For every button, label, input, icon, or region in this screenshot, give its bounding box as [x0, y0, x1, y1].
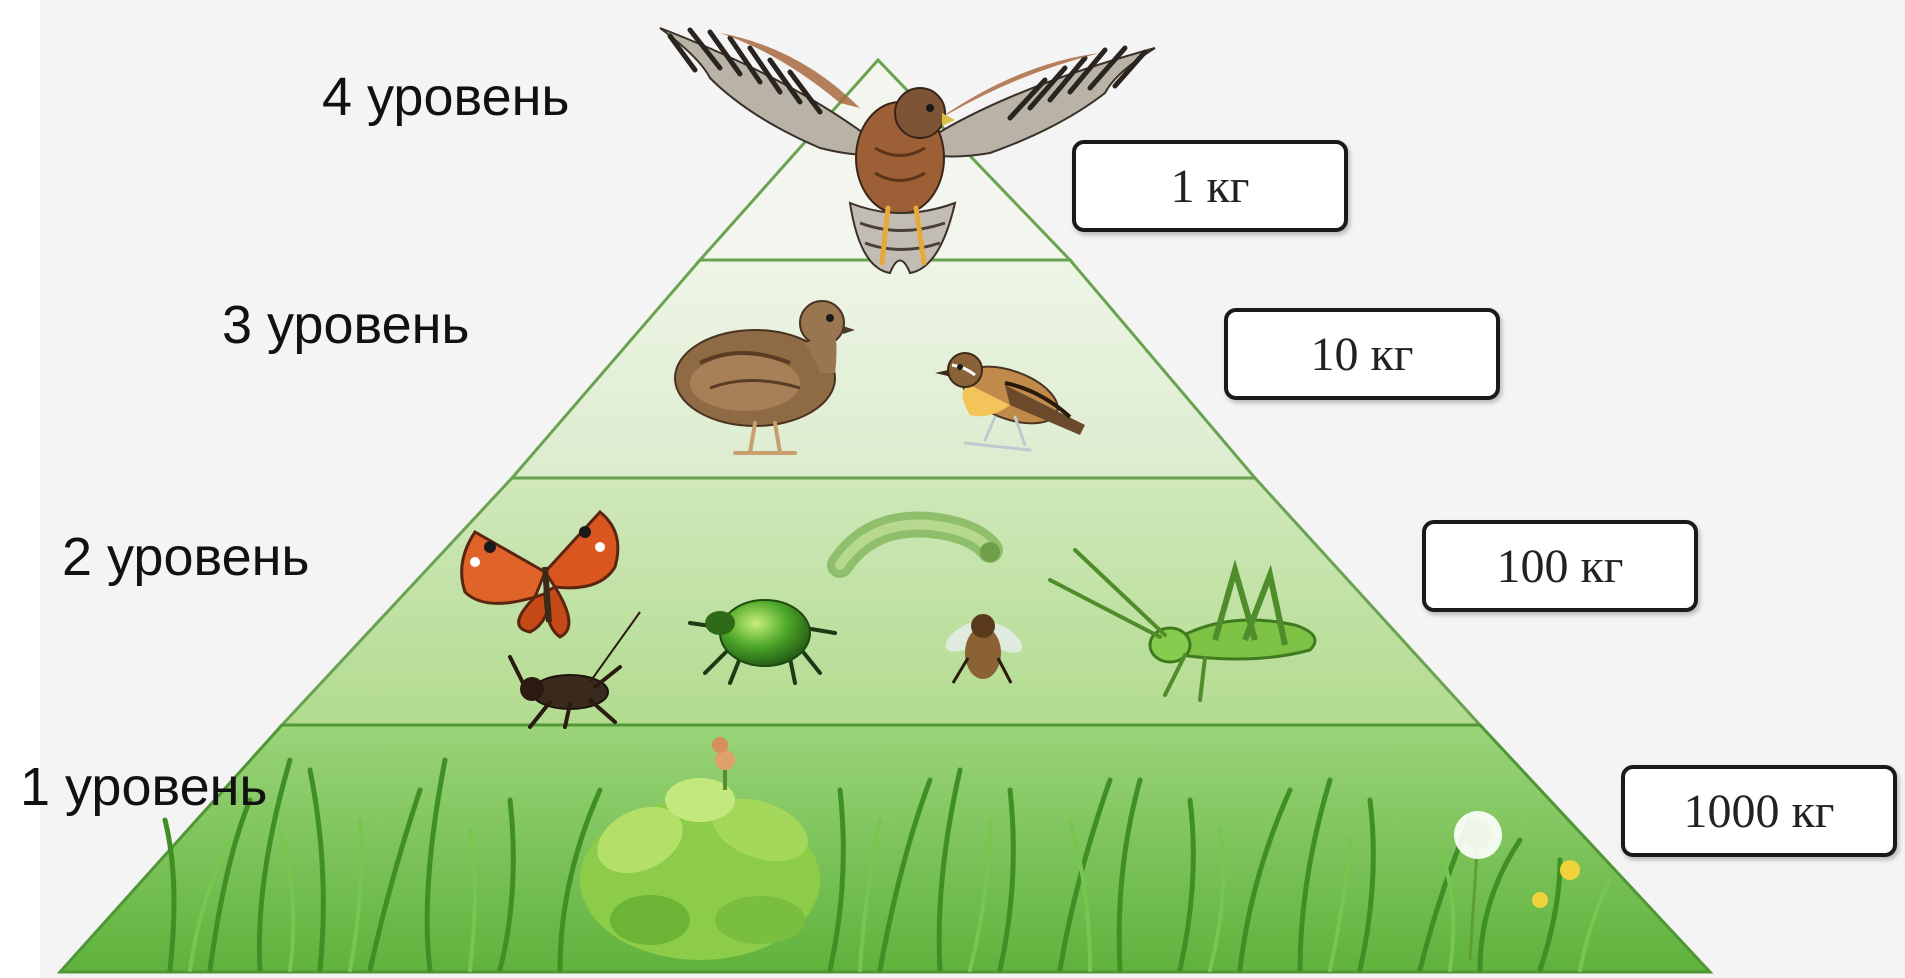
level-2-mass-box: 100 кг	[1422, 520, 1698, 612]
level-1-mass-box: 1000 кг	[1621, 765, 1897, 857]
level-4-mass-box: 1 кг	[1072, 140, 1348, 232]
level-3-mass-box: 10 кг	[1224, 308, 1500, 400]
level-1-label: 1 уровень	[20, 760, 268, 814]
level-2-label: 2 уровень	[62, 530, 310, 584]
level-3-label: 3 уровень	[222, 298, 470, 352]
level-4-label: 4 уровень	[322, 70, 570, 124]
